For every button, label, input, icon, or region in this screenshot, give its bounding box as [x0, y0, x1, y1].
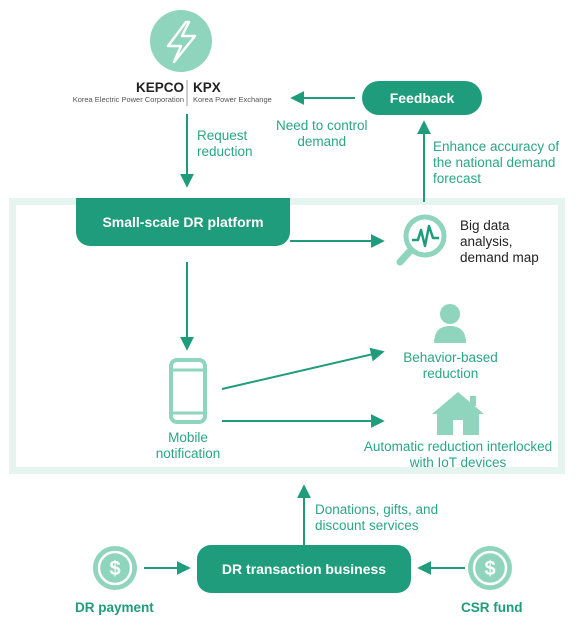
org-kpx: KPX Korea Power Exchange — [193, 80, 272, 104]
person-icon — [434, 304, 466, 343]
magnifier-chart-icon — [396, 214, 447, 266]
kpx-full-name: Korea Power Exchange — [193, 95, 272, 104]
transaction-box: DR transaction business — [197, 545, 411, 593]
csr-fund-label: CSR fund — [461, 600, 523, 615]
org-kepco: KEPCO Korea Electric Power Corporation — [73, 80, 184, 104]
donations-label: Donations, gifts, and discount services — [315, 502, 439, 533]
platform-box: Small-scale DR platform — [76, 198, 290, 246]
svg-text:$: $ — [109, 558, 120, 580]
dr-payment-label: DR payment — [75, 600, 154, 615]
big-data-label: Big data analysis, demand map — [460, 218, 539, 265]
feedback-box: Feedback — [362, 81, 482, 115]
smartphone-icon — [169, 358, 207, 424]
request-reduction-label: Request reduction — [197, 128, 253, 159]
kepco-full-name: Korea Electric Power Corporation — [72, 95, 184, 104]
need-to-control-label: Need to control demand — [276, 118, 368, 149]
dollar-coin-icon-right: $ — [468, 546, 512, 590]
lightning-bolt-icon — [150, 10, 212, 72]
kpx-name: KPX — [193, 80, 221, 95]
automatic-reduction-label: Automatic reduction interlocked with IoT… — [363, 439, 553, 470]
behavior-label: Behavior-based reduction — [403, 350, 498, 381]
svg-text:$: $ — [484, 558, 495, 580]
kepco-name: KEPCO — [135, 80, 184, 95]
dollar-coin-icon-left: $ — [93, 546, 137, 590]
enhance-accuracy-label: Enhance accuracy of the national demand … — [433, 139, 560, 186]
mobile-notification-label: Mobile notification — [155, 430, 221, 461]
arrow-mobile-to-behavior — [221, 347, 385, 390]
house-icon — [432, 392, 484, 435]
